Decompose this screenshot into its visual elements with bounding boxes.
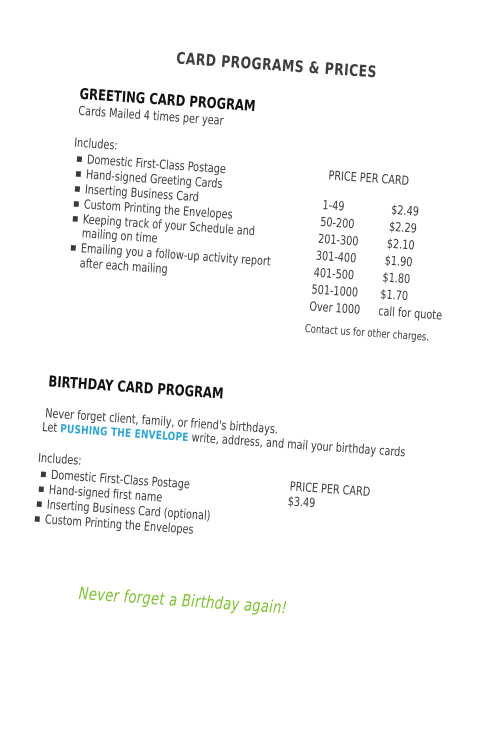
greeting-price-heading: PRICE PER CARD <box>328 167 410 188</box>
price-range: 201-300 <box>317 230 359 249</box>
price-value: $1.90 <box>384 252 413 270</box>
price-sheet: CARD PROGRAMS & PRICES GREETING CARD PRO… <box>0 0 500 696</box>
price-value: $1.80 <box>382 269 411 287</box>
price-range: 1-49 <box>321 197 345 214</box>
contact-note: Contact us for other charges. <box>304 322 430 344</box>
price-range: 301-400 <box>315 247 357 266</box>
price-value: $2.49 <box>390 201 420 219</box>
birthday-heading: BIRTHDAY CARD PROGRAM <box>47 372 225 403</box>
slogan: Never forget a Birthday again! <box>78 583 288 619</box>
price-value: call for quote <box>377 303 443 323</box>
price-value: $2.10 <box>386 235 416 253</box>
birthday-price: $3.49 <box>287 493 316 511</box>
price-value: $2.29 <box>388 218 418 236</box>
price-range: 501-1000 <box>311 281 359 300</box>
price-value: $1.70 <box>379 286 409 304</box>
price-range: 401-500 <box>313 264 355 283</box>
price-range: Over 1000 <box>308 298 361 317</box>
birthday-includes-label: Includes: <box>37 449 83 468</box>
price-range: 50-200 <box>319 213 356 232</box>
greeting-includes-label: Includes: <box>73 134 119 153</box>
page-title: CARD PROGRAMS & PRICES <box>175 48 378 82</box>
